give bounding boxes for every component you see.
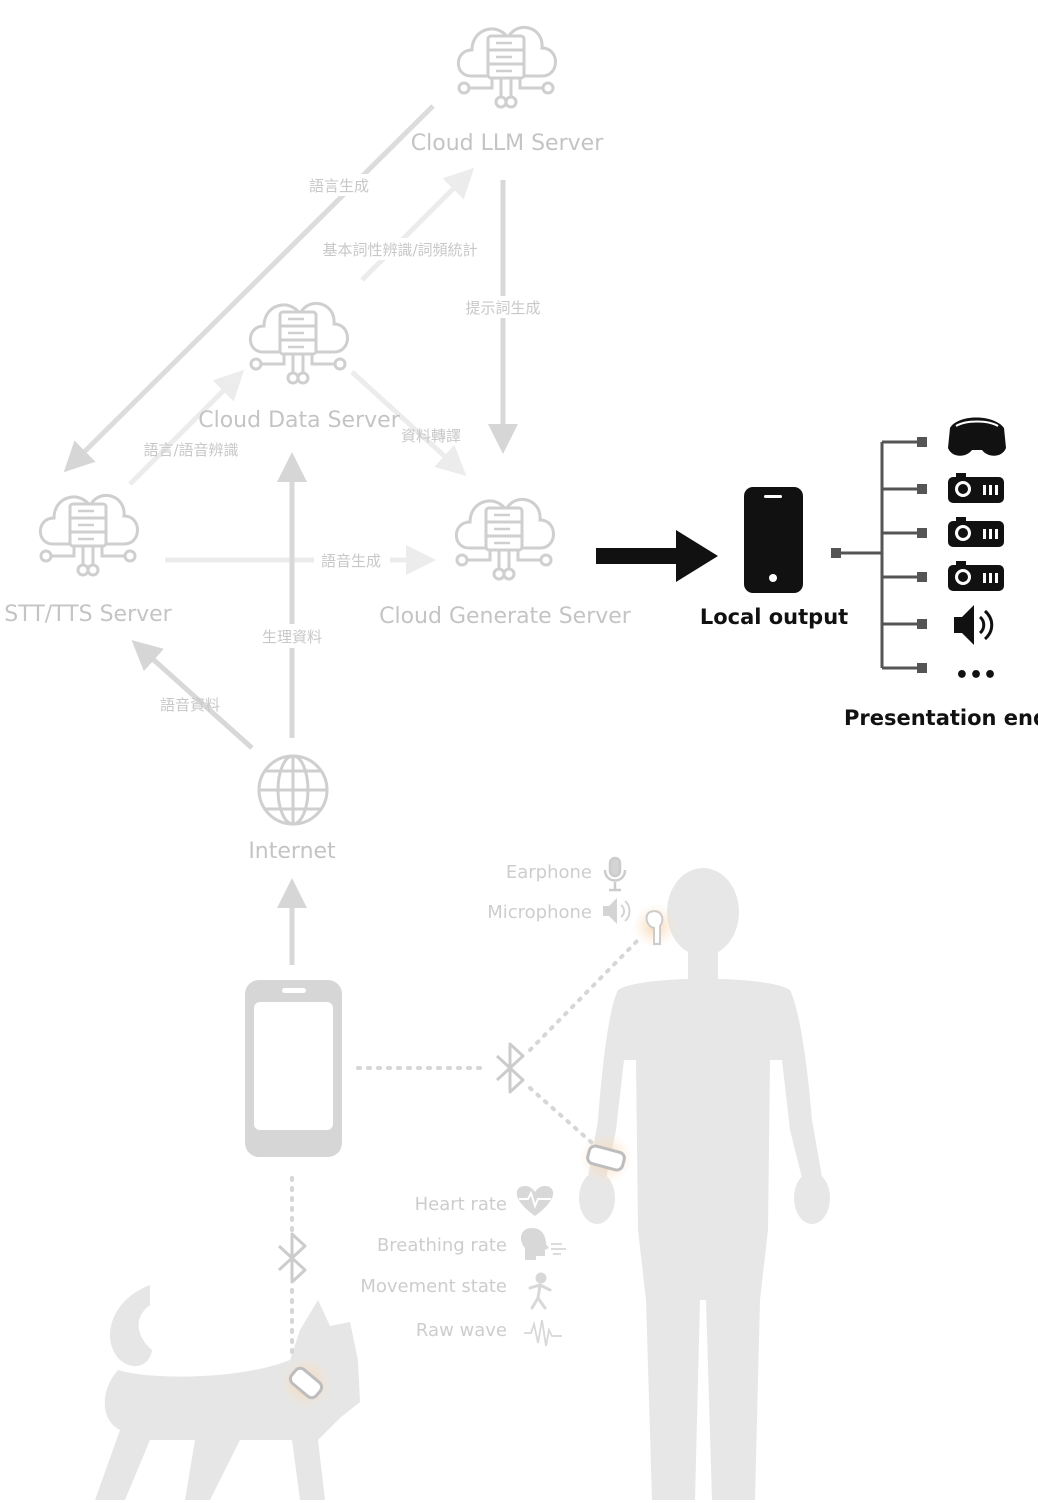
- edge-label-speech-recog: 語言/語音辨識: [143, 441, 238, 459]
- smartphone-icon: [744, 487, 803, 593]
- edge-stt-to-data: [128, 369, 245, 486]
- sensor-label: Earphone: [506, 862, 592, 883]
- more-devices-ellipsis: •••: [955, 663, 997, 688]
- edge-label-voice-data: 語音資料: [160, 696, 220, 714]
- sensor-label: Raw wave: [416, 1320, 507, 1341]
- human-silhouette: [579, 868, 830, 1500]
- local-output-section: Local output: [596, 417, 1038, 730]
- cloud-server-icon: [248, 301, 349, 385]
- node-cloud-llm: Cloud LLM Server: [411, 25, 604, 156]
- heart-rate-icon: [516, 1186, 554, 1216]
- movement-state-row: Movement state: [360, 1272, 552, 1310]
- edge-label-lang-gen: 語言生成: [309, 177, 369, 195]
- edge-labels: 語言生成 基本詞性辨識/詞頻統計 提示詞生成 資料轉譯 語言/語音辨識 語音生成…: [143, 174, 550, 714]
- cloud-server-icon: [454, 497, 555, 581]
- node-label: Cloud Data Server: [198, 408, 400, 433]
- edges: [63, 104, 518, 965]
- node-stt-tts: STT/TTS Server: [4, 493, 173, 627]
- smartphone-device: [245, 980, 342, 1157]
- sensor-label: Microphone: [487, 902, 592, 923]
- projector-icon: [948, 561, 1004, 591]
- node-cloud-data: Cloud Data Server: [198, 301, 401, 433]
- edge-label-voice-gen: 語音生成: [321, 552, 381, 570]
- edge-label-basic-stats: 基本詞性辨識/詞頻統計: [322, 241, 477, 259]
- movement-icon: [528, 1272, 552, 1310]
- edge-data-to-generate: [350, 370, 467, 477]
- node-internet: Internet: [248, 754, 336, 864]
- vr-headset-icon: [948, 417, 1006, 456]
- speaker-icon: [954, 605, 994, 645]
- bluetooth-icon: [277, 1232, 307, 1284]
- cloud-server-icon: [38, 493, 139, 577]
- projector-icon: [948, 517, 1004, 547]
- edge-label-prompt-gen: 提示詞生成: [465, 299, 540, 317]
- big-arrow: [596, 530, 718, 582]
- earphone-row: Earphone: [506, 856, 627, 892]
- local-output-label: Local output: [700, 605, 848, 629]
- device-tree-nodes: [831, 437, 927, 673]
- waveform-icon: [524, 1319, 562, 1347]
- bluetooth-links: [290, 936, 642, 1354]
- cloud-server-icon: [456, 25, 557, 109]
- sensor-label: Heart rate: [415, 1194, 507, 1215]
- speaker-icon: [603, 898, 631, 924]
- wristband-device: [580, 1132, 632, 1184]
- cat-collar-device: [280, 1357, 332, 1409]
- device-tree: [831, 440, 922, 670]
- node-cloud-generate: Cloud Generate Server: [379, 497, 632, 629]
- node-label: Cloud LLM Server: [411, 131, 604, 156]
- edge-label-physio-data: 生理資料: [262, 628, 322, 646]
- microphone-row: Microphone: [487, 898, 631, 924]
- breathing-rate-row: Breathing rate: [377, 1228, 566, 1260]
- presentation-end-label: Presentation end: [844, 706, 1038, 730]
- earphone-device: [633, 904, 677, 948]
- heart-rate-row: Heart rate: [415, 1186, 554, 1216]
- edge-data-to-llm: [360, 167, 475, 282]
- sensor-label: Breathing rate: [377, 1235, 507, 1256]
- raw-wave-row: Raw wave: [416, 1319, 562, 1347]
- edge-llm-to-stt: [63, 104, 435, 473]
- edge-internet-to-stt: [131, 639, 254, 750]
- sensor-label: Movement state: [360, 1276, 507, 1297]
- node-label: Cloud Generate Server: [379, 604, 632, 629]
- microphone-icon: [603, 856, 627, 892]
- node-label: STT/TTS Server: [4, 602, 172, 627]
- breathing-icon: [520, 1228, 566, 1260]
- globe-icon: [257, 754, 329, 826]
- bluetooth-icon: [495, 1042, 525, 1094]
- node-label: Internet: [248, 839, 336, 864]
- edge-label-data-convert: 資料轉譯: [401, 427, 461, 445]
- projector-icon: [948, 473, 1004, 503]
